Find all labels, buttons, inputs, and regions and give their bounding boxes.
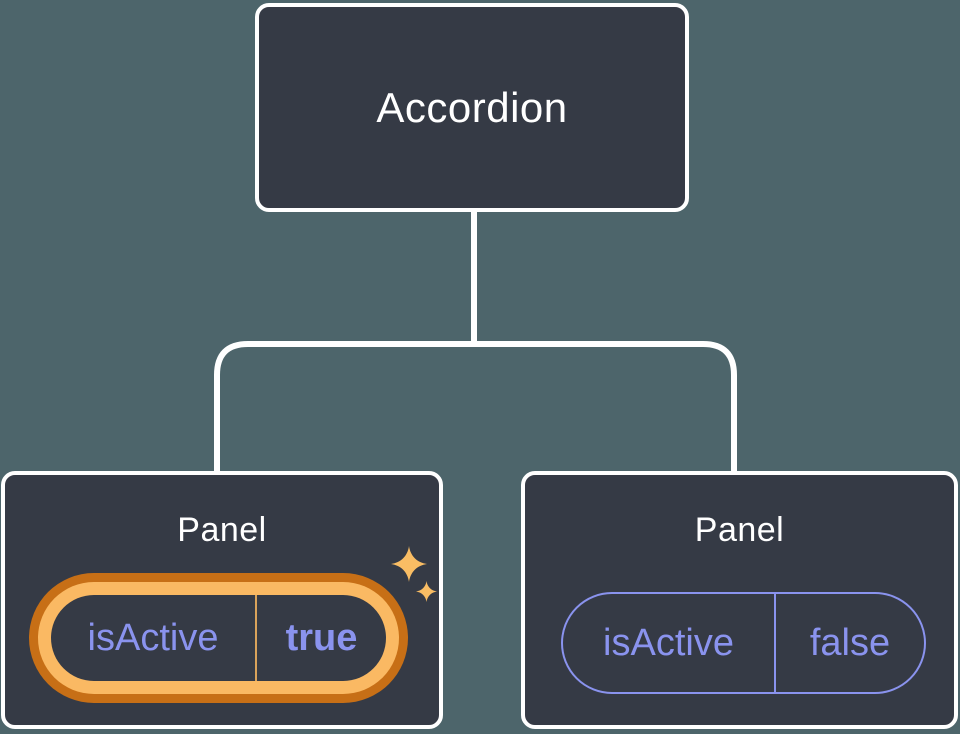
state-pill-inactive: isActive false <box>561 592 926 694</box>
accordion-node-label: Accordion <box>376 83 568 131</box>
state-pill-active: isActive true <box>51 595 386 681</box>
panel-node-label: Panel <box>177 511 267 549</box>
panel-node-label: Panel <box>694 511 785 549</box>
accordion-node: Accordion <box>255 3 689 212</box>
sparkle-icon <box>391 546 437 602</box>
state-value-label: true <box>285 616 358 659</box>
pill-divider <box>774 594 776 692</box>
state-value-label: false <box>809 621 891 664</box>
state-key-label: isActive <box>87 616 219 659</box>
panel-node-active: Panel isActive true <box>1 471 443 729</box>
state-pill-highlight-ring: isActive true <box>29 573 408 703</box>
state-key-label: isActive <box>603 621 734 664</box>
panel-node-inactive: Panel isActive false <box>521 471 958 729</box>
pill-divider <box>255 595 257 681</box>
